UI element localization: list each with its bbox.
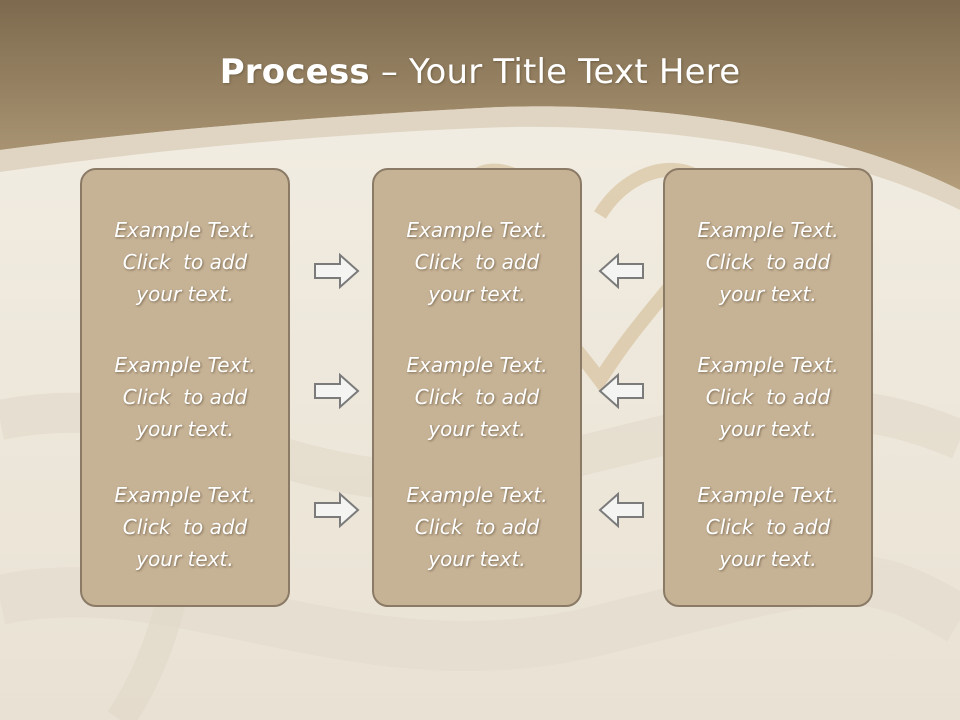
slide-title[interactable]: Process – Your Title Text Here: [0, 52, 960, 92]
text-line: your text.: [428, 417, 526, 441]
text-line: your text.: [719, 282, 817, 306]
arrow-right-icon[interactable]: [313, 491, 361, 529]
text-line: Example Text.: [697, 353, 839, 377]
text-line: Example Text.: [697, 483, 839, 507]
text-line: Click to add: [414, 250, 540, 274]
text-placeholder[interactable]: Example Text. Click to add your text.: [374, 479, 580, 575]
arrow-right-icon[interactable]: [313, 252, 361, 290]
text-line: your text.: [428, 282, 526, 306]
process-box-right[interactable]: Example Text. Click to add your text. Ex…: [663, 168, 873, 607]
text-line: Click to add: [122, 250, 248, 274]
text-placeholder[interactable]: Example Text. Click to add your text.: [374, 214, 580, 310]
text-line: Example Text.: [114, 483, 256, 507]
text-line: your text.: [136, 282, 234, 306]
text-line: Click to add: [414, 385, 540, 409]
process-box-center[interactable]: Example Text. Click to add your text. Ex…: [372, 168, 582, 607]
text-placeholder[interactable]: Example Text. Click to add your text.: [665, 479, 871, 575]
text-placeholder[interactable]: Example Text. Click to add your text.: [665, 349, 871, 445]
text-line: Click to add: [122, 385, 248, 409]
process-box-left[interactable]: Example Text. Click to add your text. Ex…: [80, 168, 290, 607]
text-line: Example Text.: [114, 353, 256, 377]
text-placeholder[interactable]: Example Text. Click to add your text.: [665, 214, 871, 310]
arrow-left-icon[interactable]: [597, 491, 645, 529]
text-line: your text.: [428, 547, 526, 571]
arrow-left-icon[interactable]: [597, 252, 645, 290]
text-line: Click to add: [414, 515, 540, 539]
text-line: Example Text.: [406, 353, 548, 377]
arrow-left-icon[interactable]: [597, 372, 645, 410]
text-line: Example Text.: [114, 218, 256, 242]
text-line: your text.: [136, 547, 234, 571]
text-line: Click to add: [705, 385, 831, 409]
text-line: Example Text.: [406, 483, 548, 507]
title-keyword: Process: [219, 52, 370, 92]
text-line: your text.: [719, 547, 817, 571]
title-text: – Your Title Text Here: [369, 52, 741, 92]
text-line: your text.: [719, 417, 817, 441]
text-line: Click to add: [705, 250, 831, 274]
text-line: Example Text.: [697, 218, 839, 242]
text-line: Example Text.: [406, 218, 548, 242]
text-placeholder[interactable]: Example Text. Click to add your text.: [82, 214, 288, 310]
text-line: your text.: [136, 417, 234, 441]
arrow-right-icon[interactable]: [313, 372, 361, 410]
text-placeholder[interactable]: Example Text. Click to add your text.: [82, 349, 288, 445]
text-placeholder[interactable]: Example Text. Click to add your text.: [82, 479, 288, 575]
text-placeholder[interactable]: Example Text. Click to add your text.: [374, 349, 580, 445]
text-line: Click to add: [122, 515, 248, 539]
text-line: Click to add: [705, 515, 831, 539]
